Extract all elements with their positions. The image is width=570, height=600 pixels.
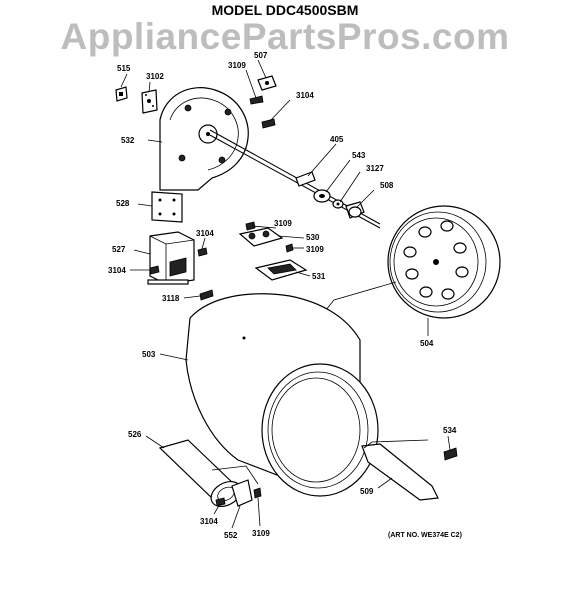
label-507: 507 (254, 51, 268, 60)
label-3104-lower-left: 3104 (108, 266, 126, 275)
label-503: 503 (142, 350, 156, 359)
label-526: 526 (128, 430, 142, 439)
label-3109-bottom: 3109 (252, 529, 270, 538)
part-507[interactable] (257, 75, 277, 91)
part-3102[interactable] (141, 89, 158, 114)
part-508[interactable] (345, 201, 365, 219)
drum-503[interactable] (185, 293, 379, 497)
leader-lines (120, 59, 451, 529)
screw-3104-left[interactable] (197, 247, 208, 257)
switch-530[interactable] (238, 221, 284, 247)
label-528: 528 (116, 199, 130, 208)
screw-3104-top[interactable] (261, 118, 276, 129)
label-3104-left: 3104 (196, 229, 214, 238)
label-531: 531 (312, 272, 326, 281)
part-515[interactable] (115, 86, 128, 102)
screw-3109-mid[interactable] (285, 243, 294, 253)
watermark: AppliancePartsPros.com (61, 16, 510, 57)
label-532: 532 (121, 136, 135, 145)
label-3109-mid: 3109 (306, 245, 324, 254)
diagram-title: MODEL DDC4500SBM (212, 2, 359, 18)
screw-3104-lower-left[interactable] (149, 265, 160, 275)
label-527: 527 (112, 245, 126, 254)
rear-bulkhead[interactable] (159, 87, 249, 191)
part-543[interactable] (313, 189, 331, 203)
label-405: 405 (330, 135, 344, 144)
screw-3109-top[interactable] (249, 95, 264, 105)
label-3109-top: 3109 (228, 61, 246, 70)
label-509: 509 (360, 487, 374, 496)
part-3127[interactable] (332, 199, 344, 209)
part-552[interactable] (231, 479, 253, 507)
label-508: 508 (380, 181, 394, 190)
bracket-528[interactable] (151, 191, 183, 223)
plate-531[interactable] (254, 259, 308, 281)
label-504: 504 (420, 339, 434, 348)
cover-509[interactable] (361, 439, 439, 501)
support-527[interactable] (147, 231, 195, 285)
label-3118: 3118 (162, 294, 180, 303)
screw-3118[interactable] (199, 289, 214, 301)
screw-534[interactable] (443, 447, 458, 461)
label-3127: 3127 (366, 164, 384, 173)
drum-roller-504[interactable] (387, 205, 501, 319)
label-530: 530 (306, 233, 320, 242)
label-3104-bottom: 3104 (200, 517, 218, 526)
art-number: (ART NO. WE374E C2) (388, 532, 462, 539)
label-515: 515 (117, 64, 131, 73)
label-3109-mid-top: 3109 (274, 219, 292, 228)
label-3104-top: 3104 (296, 91, 314, 100)
label-3102: 3102 (146, 72, 164, 81)
label-543: 543 (352, 151, 366, 160)
label-534: 534 (443, 426, 457, 435)
screw-3109-bottom[interactable] (253, 487, 262, 499)
screw-3104-bottom[interactable] (215, 497, 226, 507)
label-552: 552 (224, 531, 238, 540)
